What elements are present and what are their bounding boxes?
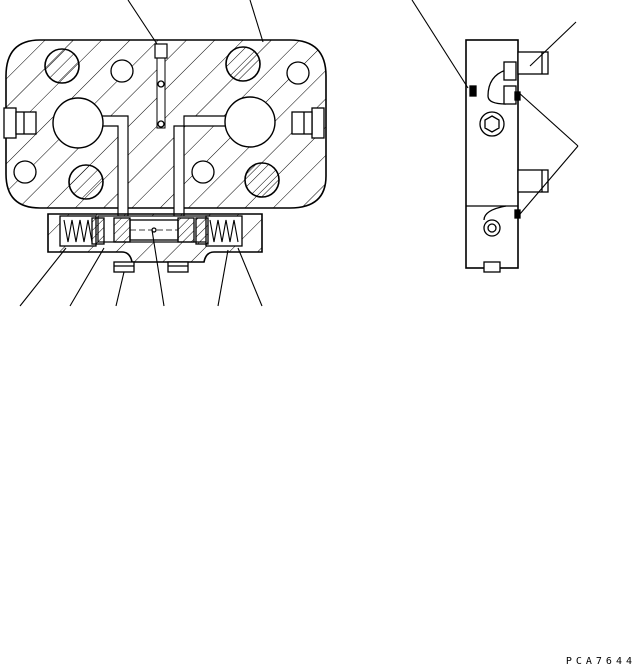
bottom-plug xyxy=(113,261,135,273)
plug-left-body xyxy=(15,111,37,135)
spring-right xyxy=(209,219,239,243)
drawing-code: PCA7644 xyxy=(565,656,636,667)
port-large xyxy=(52,97,104,149)
side-view xyxy=(411,0,579,273)
port-large xyxy=(224,96,276,148)
side-leader-lines xyxy=(411,0,579,215)
hole-small xyxy=(110,59,134,83)
hole-small xyxy=(13,160,37,184)
hole-small xyxy=(286,61,310,85)
side-rod xyxy=(517,169,549,193)
bolt-section xyxy=(68,164,104,200)
plug-right-body xyxy=(291,111,313,135)
spring-left xyxy=(63,219,93,243)
bolt-section xyxy=(244,162,280,198)
bolt-section xyxy=(44,48,80,84)
plug-left xyxy=(3,107,17,139)
bolt-section xyxy=(225,46,261,82)
hole-small xyxy=(191,160,215,184)
leader-lines xyxy=(19,0,264,307)
section-view xyxy=(3,0,327,307)
bottom-plug xyxy=(167,261,189,273)
plug-right xyxy=(311,107,325,139)
